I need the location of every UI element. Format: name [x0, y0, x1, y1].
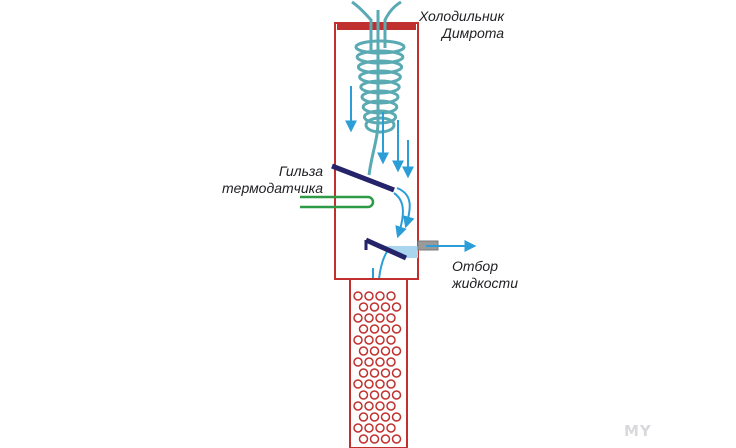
coil-turn [361, 99, 399, 115]
packing-ring [386, 401, 396, 411]
packing-ring [375, 401, 385, 411]
coil-turn [360, 89, 400, 105]
packing-ring [369, 324, 380, 334]
packing-ring [380, 368, 391, 378]
packing-ring [358, 434, 369, 444]
coil-turn [359, 79, 401, 95]
coil-turn [355, 49, 405, 65]
packing-ring [358, 346, 369, 356]
down-arrow-icon [393, 192, 407, 239]
coil-turn [358, 69, 402, 85]
packing-ring [380, 434, 391, 444]
upper-deflector-plate [331, 163, 395, 193]
dimroth-coil [354, 39, 406, 134]
liquid-takeoff-label-line-1: Отбор [452, 258, 498, 274]
thermo-sleeve-label-line-2: термодатчика [222, 180, 324, 196]
packing-ring [353, 335, 363, 345]
packing-ring [369, 390, 380, 400]
packing-ring [391, 390, 402, 400]
liquid-takeoff-label-line-2: жидкости [452, 275, 519, 291]
packing-ring [358, 324, 369, 334]
packing-ring [358, 302, 369, 312]
packing-ring [369, 302, 380, 312]
packing-ring [353, 423, 363, 433]
thermo-sleeve-label-line-1: Гильза [278, 163, 324, 179]
packing-ring [358, 368, 369, 378]
thermo-sleeve-label: Гильза термодатчика [222, 163, 323, 197]
packing-ring [391, 434, 402, 444]
packing-ring [386, 379, 396, 389]
packing-ring [364, 423, 374, 433]
packing-ring [386, 291, 396, 301]
coil-turn [362, 109, 398, 125]
packing-ring [364, 291, 374, 301]
packing-ring [380, 302, 391, 312]
condenser-label: Холодильник Димрота [419, 8, 504, 42]
packing-ring [375, 335, 385, 345]
packing-ring [375, 423, 385, 433]
packing-ring [353, 291, 363, 301]
packing-ring [391, 302, 402, 312]
packing-ring [391, 368, 402, 378]
condenser-label-line-1: Холодильник [419, 8, 505, 24]
packing-ring [386, 423, 396, 433]
lower-deflector-plate [364, 237, 408, 261]
packing-ring [380, 412, 391, 422]
packing-ring [391, 346, 402, 356]
condenser-outlet-tube [383, 0, 402, 48]
packing-ring [375, 313, 385, 323]
packing-ring [369, 412, 380, 422]
packing-ring [391, 412, 402, 422]
column-packing [353, 291, 402, 444]
packing-ring [353, 357, 363, 367]
packing-ring [358, 412, 369, 422]
watermark-logo: MY [624, 422, 652, 440]
packing-ring [353, 401, 363, 411]
packing-ring [353, 379, 363, 389]
packing-ring [380, 346, 391, 356]
packing-ring [386, 313, 396, 323]
packing-ring [364, 313, 374, 323]
packing-ring [358, 390, 369, 400]
packing-ring [386, 335, 396, 345]
down-arrow-icon [396, 187, 415, 229]
coil-turn [356, 59, 404, 75]
packing-ring [375, 357, 385, 367]
packing-ring [364, 401, 374, 411]
packing-ring [375, 291, 385, 301]
packing-ring [386, 357, 396, 367]
condenser-label-line-2: Димрота [441, 25, 505, 41]
thermo-sleeve [300, 195, 375, 209]
packing-ring [353, 313, 363, 323]
packing-ring [380, 324, 391, 334]
packing-ring [369, 368, 380, 378]
packing-ring [369, 434, 380, 444]
packing-ring [364, 357, 374, 367]
liquid-takeoff-label: Отбор жидкости [452, 258, 518, 292]
packing-ring [380, 390, 391, 400]
coil-turn [354, 39, 406, 55]
packing-ring [391, 324, 402, 334]
packing-ring [364, 379, 374, 389]
packing-ring [364, 335, 374, 345]
condenser-inlet-tube [351, 0, 373, 50]
condenser-center-tube [367, 10, 380, 176]
packing-ring [369, 346, 380, 356]
packing-ring [375, 379, 385, 389]
coil-turn [364, 116, 396, 134]
